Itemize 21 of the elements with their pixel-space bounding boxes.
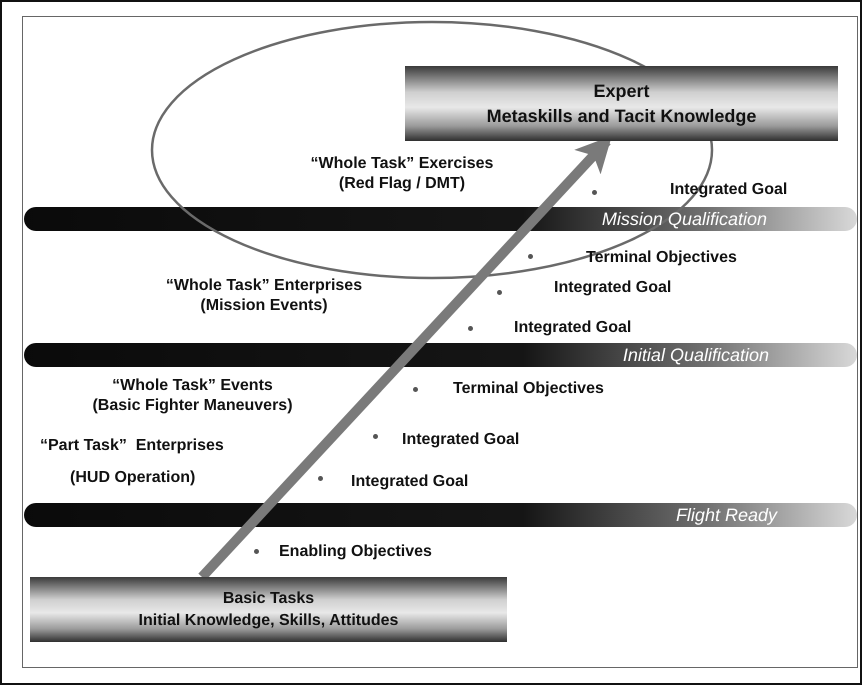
box-text: Expert	[593, 80, 650, 104]
stage-label: “Whole Task” Events (Basic Fighter Maneuvers)	[91, 376, 294, 416]
stage-label: Integrated Goal	[514, 318, 632, 338]
stage-label: Enabling Objectives	[279, 542, 432, 562]
stage-label: “Whole Task” Exercises (Red Flag / DMT)	[310, 154, 494, 194]
stage-label: Terminal Objectives	[453, 379, 604, 399]
stage-label: Integrated Goal	[402, 430, 520, 450]
band-label: Flight Ready	[676, 504, 777, 526]
band-label: Initial Qualification	[622, 344, 769, 366]
box-text: Metaskills and Tacit Knowledge	[486, 104, 756, 128]
stage-label: Integrated Goal	[351, 472, 468, 492]
gradient-box	[405, 66, 838, 141]
stage-label: “Part Task” Enterprises	[40, 436, 224, 456]
box-text: Basic Tasks	[222, 588, 314, 609]
stage-label: Terminal Objectives	[586, 248, 737, 268]
box-text: Initial Knowledge, Skills, Attitudes	[138, 610, 398, 630]
stage-label: (HUD Operation)	[70, 468, 196, 488]
stage-label: “Whole Task” Enterprises (Mission Events)	[164, 276, 364, 316]
stage-label: Integrated Goal	[554, 278, 672, 298]
gradient-box	[30, 577, 507, 642]
band-label: Mission Qualification	[602, 208, 767, 230]
